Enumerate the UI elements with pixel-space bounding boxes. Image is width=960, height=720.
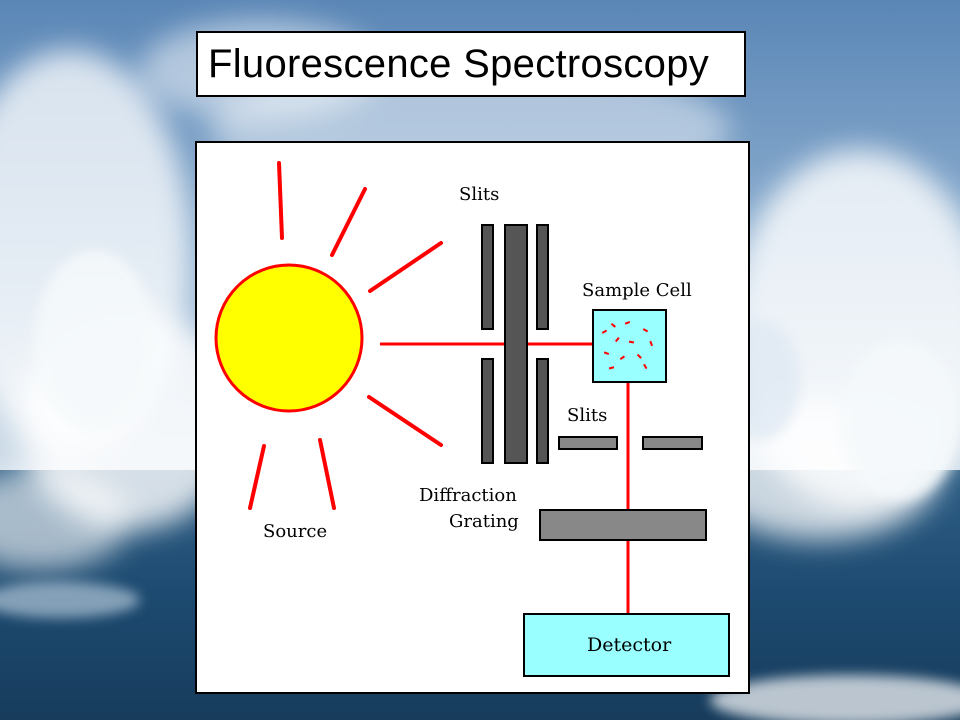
slide-title: Fluorescence Spectroscopy <box>208 41 710 86</box>
slide-title-box: Fluorescence Spectroscopy <box>196 31 746 97</box>
sample-particle <box>636 353 642 359</box>
source-rays <box>248 161 443 510</box>
spectroscopy-diagram: Slits Sample Cell Slits Diffraction Grat… <box>195 141 750 694</box>
ray-bottom-1 <box>248 444 266 510</box>
slit-bottom-right <box>642 436 703 450</box>
sample-particle <box>601 329 608 334</box>
ray-top <box>277 161 284 240</box>
slit-left-upper <box>481 224 494 330</box>
slit-right-lower <box>536 358 549 464</box>
label-slits-bottom: Slits <box>567 405 607 426</box>
detector-box <box>523 613 730 677</box>
label-sample-cell: Sample Cell <box>582 280 692 301</box>
sample-particle <box>610 322 616 328</box>
sample-particle <box>603 351 610 355</box>
ray-upper-right-2 <box>368 241 443 293</box>
sample-particle <box>628 340 635 344</box>
sample-particle <box>624 321 631 325</box>
sample-particle <box>649 340 653 347</box>
slit-bottom-left <box>558 436 618 450</box>
label-slits-top: Slits <box>459 184 499 205</box>
sample-particle <box>643 363 648 370</box>
slit-left-lower <box>481 358 494 464</box>
diffraction-grating <box>539 509 707 541</box>
slit-right-upper <box>536 224 549 330</box>
sample-particle <box>642 328 649 333</box>
sample-particle <box>619 355 626 360</box>
sample-cell <box>592 309 667 383</box>
label-grating: Grating <box>449 511 519 532</box>
label-diffraction: Diffraction <box>419 485 517 506</box>
sample-particles <box>601 321 653 370</box>
label-detector: Detector <box>587 634 672 656</box>
diffraction-grating-vertical <box>504 224 528 464</box>
label-source: Source <box>263 521 327 542</box>
sample-particle <box>608 366 615 370</box>
sample-particle <box>614 337 620 343</box>
ray-upper-right-1 <box>330 187 367 257</box>
ray-bottom-2 <box>318 438 336 510</box>
ray-lower-right <box>367 395 443 447</box>
light-source-sun <box>214 263 364 413</box>
diagram-canvas: Slits Sample Cell Slits Diffraction Grat… <box>214 161 730 677</box>
